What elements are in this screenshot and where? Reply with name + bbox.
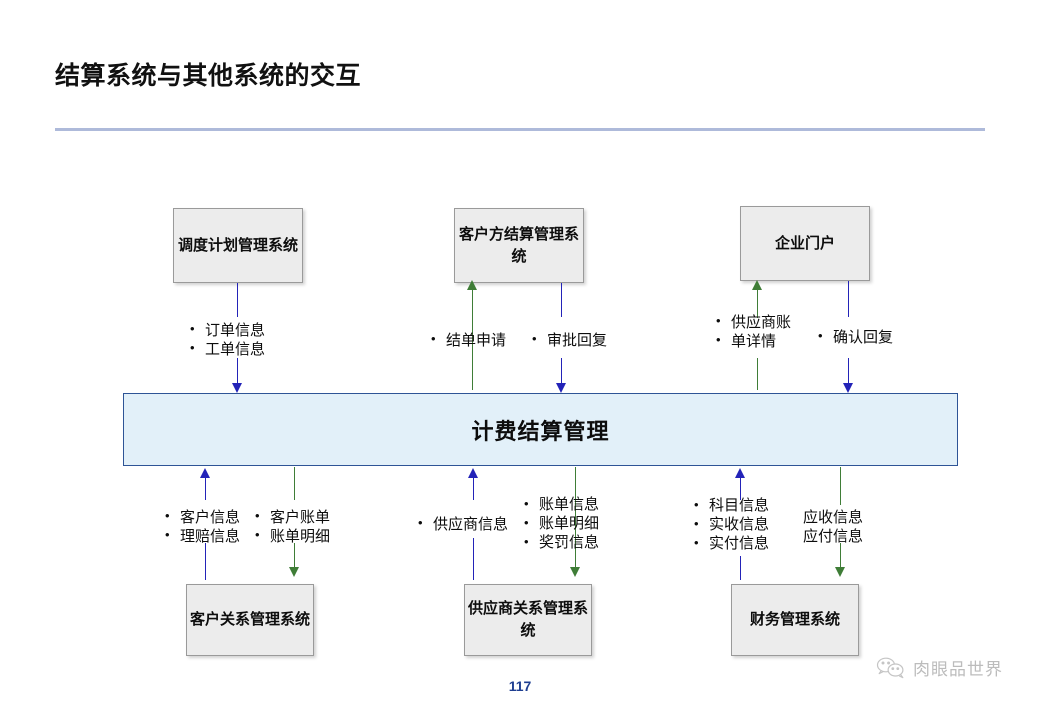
node-label: 调度计划管理系统 [177, 236, 298, 254]
central-module-billing-settlement[interactable]: 计费结算管理 [123, 393, 958, 466]
connector-srm-up-upper [473, 478, 474, 500]
arrowhead-srm-up [468, 468, 478, 478]
arrowhead-finance-down [835, 567, 845, 577]
node-label: 财务管理系统 [749, 611, 840, 629]
flow-labels-srm-down: 账单信息 账单明细 奖罚信息 [524, 496, 599, 552]
connector-crm-down-upper [294, 467, 295, 500]
connector-portal-down-upper [848, 281, 849, 317]
flow-label-item: 结单申请 [431, 331, 506, 350]
flow-label-item: 账单信息 [524, 496, 599, 515]
flow-label-item: 账单明细 [524, 515, 599, 534]
flow-label-item: 应收信息 [803, 509, 864, 526]
flow-label-item: 科目信息 [694, 497, 769, 516]
connector-portal-down-lower [848, 358, 849, 385]
flow-labels-portal-up: 供应商账 单详情 [716, 313, 791, 351]
node-label: 客户关系管理系统 [189, 611, 310, 629]
node-customer-relationship-system[interactable]: 客户关系管理系统 [186, 584, 314, 656]
flow-label-item: 应付信息 [803, 528, 864, 546]
flow-label-item: 实付信息 [694, 535, 769, 554]
central-module-label: 计费结算管理 [471, 418, 610, 444]
node-enterprise-portal[interactable]: 企业门户 [740, 206, 870, 281]
connector-settlement-down-lower [561, 358, 562, 385]
connector-dispatch-down-upper [237, 283, 238, 317]
page-title: 结算系统与其他系统的交互 [55, 62, 362, 90]
flow-label-item: 实收信息 [694, 516, 769, 535]
flow-label-item: 审批回复 [532, 331, 607, 350]
flow-labels-crm-down: 客户账单 账单明细 [255, 508, 330, 546]
connector-settlement-down-upper [561, 283, 562, 317]
flow-labels-srm-up: 供应商信息 [418, 515, 508, 534]
node-supplier-relationship-system[interactable]: 供应商关系管理系统 [464, 584, 592, 656]
connector-finance-up-upper [740, 478, 741, 500]
flow-labels-settlement-down: 审批回复 [532, 331, 607, 350]
arrowhead-settlement-down [556, 383, 566, 393]
flow-label-item: 奖罚信息 [524, 534, 599, 553]
title-divider [55, 128, 985, 131]
watermark: 肉眼品世界 [876, 655, 1003, 680]
connector-crm-up-lower [205, 543, 206, 580]
arrowhead-settlement-up [467, 280, 477, 290]
flow-label-item: 客户信息 [165, 508, 240, 527]
flow-labels-portal-down: 确认回复 [818, 328, 893, 347]
connector-crm-up-upper [205, 478, 206, 500]
connector-crm-down-lower [294, 543, 295, 569]
node-label: 供应商关系管理系统 [467, 600, 588, 639]
node-label: 客户方结算管理系统 [458, 225, 579, 265]
wechat-icon [876, 656, 906, 680]
flow-label-item: 订单信息 [190, 321, 265, 340]
arrowhead-finance-up [735, 468, 745, 478]
flow-label-item: 供应商账 [716, 313, 791, 332]
flow-labels-settlement-up: 结单申请 [431, 331, 506, 350]
connector-finance-up-lower [740, 556, 741, 580]
arrowhead-crm-up [200, 468, 210, 478]
connector-portal-up-upper [757, 290, 758, 318]
connector-finance-down-lower [840, 543, 841, 569]
flow-label-item: 理赔信息 [165, 527, 240, 546]
flow-label-item: 工单信息 [190, 340, 265, 359]
connector-portal-up-lower [757, 358, 758, 390]
connector-finance-down-upper [840, 467, 841, 505]
flow-labels-finance-up: 科目信息 实收信息 实付信息 [694, 497, 769, 553]
connector-srm-up-lower [473, 538, 474, 580]
flow-labels-finance-down: 应收信息 应付信息 [799, 508, 863, 546]
watermark-text: 肉眼品世界 [913, 660, 1003, 679]
arrowhead-portal-down [843, 383, 853, 393]
flow-label-item: 客户账单 [255, 508, 330, 527]
page-number: 117 [508, 678, 532, 694]
arrowhead-portal-up [752, 280, 762, 290]
flow-labels-crm-up: 客户信息 理赔信息 [165, 508, 240, 546]
node-label: 企业门户 [774, 234, 835, 252]
flow-label-item-cont: 单详情 [716, 332, 791, 351]
arrowhead-dispatch-down [232, 383, 242, 393]
flow-label-item: 确认回复 [818, 328, 893, 347]
arrowhead-srm-down [570, 567, 580, 577]
flow-label-item: 账单明细 [255, 527, 330, 546]
arrowhead-crm-down [289, 567, 299, 577]
node-customer-settlement-system[interactable]: 客户方结算管理系统 [454, 208, 584, 283]
flow-labels-dispatch-down: 订单信息 工单信息 [190, 321, 265, 359]
node-finance-system[interactable]: 财务管理系统 [731, 584, 859, 656]
node-dispatch-plan-system[interactable]: 调度计划管理系统 [173, 208, 303, 283]
flow-label-item: 供应商信息 [418, 515, 508, 534]
connector-dispatch-down-lower [237, 358, 238, 385]
